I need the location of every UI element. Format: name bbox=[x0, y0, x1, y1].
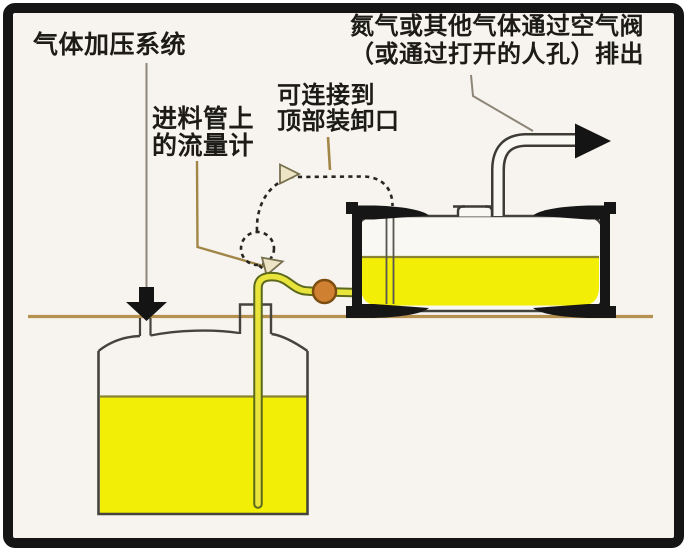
underground-storage-tank bbox=[97, 303, 309, 516]
feed-hose-fill bbox=[255, 273, 319, 507]
tank-frame-left-bar bbox=[352, 205, 362, 318]
internal-dip-tube bbox=[385, 210, 395, 304]
label-flow-line2: 的流量计 bbox=[152, 131, 255, 160]
underground-tank-walls bbox=[97, 351, 309, 516]
underground-tank-vent-neck bbox=[138, 318, 152, 336]
receiving-tank bbox=[346, 202, 616, 318]
label-port-line2: 顶部装卸口 bbox=[277, 107, 400, 135]
dashed-flow-arrowhead-top bbox=[279, 163, 302, 185]
underground-tank-liquid bbox=[100, 396, 307, 513]
tank-top-fitting bbox=[456, 205, 494, 217]
dashed-flow-arrowhead-bottom bbox=[260, 256, 285, 277]
label-gas-text: 气体加压系统 bbox=[33, 30, 187, 59]
tank-frame-arm-bottom-left bbox=[352, 304, 429, 318]
tank-frame-right-bar bbox=[600, 205, 610, 318]
label-port-line1: 可连接到 bbox=[277, 81, 375, 109]
ball-valve bbox=[311, 278, 338, 305]
tank-frame-arm-top-right bbox=[533, 205, 610, 220]
label-feed-flow-meter: 进料管上 的流量计 bbox=[152, 105, 254, 159]
label-gas-pressurization-system: 气体加压系统 bbox=[33, 30, 186, 60]
top-port-leader-line bbox=[326, 136, 332, 171]
label-flow-line1: 进料管上 bbox=[152, 104, 255, 133]
tank-frame-arm-bottom-right bbox=[533, 304, 610, 318]
flow-meter-loop bbox=[239, 230, 276, 267]
label-vent-line2: （或通过打开的人孔）排出 bbox=[350, 40, 644, 68]
vent-outlet-arrow bbox=[575, 123, 611, 159]
label-vent-line1: 氮气或其他气体通过空气阀 bbox=[350, 12, 644, 40]
flow-meter-leader-line bbox=[195, 160, 271, 270]
vent-note-leader-line bbox=[470, 74, 534, 132]
label-top-loading-port: 可连接到 顶部装卸口 bbox=[277, 82, 400, 134]
receiving-tank-liquid bbox=[361, 256, 599, 306]
underground-tank-dome bbox=[97, 329, 309, 352]
gas-inlet-arrow bbox=[126, 287, 167, 321]
vent-pipe-outline bbox=[491, 133, 577, 216]
vent-pipe-inner bbox=[493, 135, 577, 216]
tank-frame-arm-top-left bbox=[352, 205, 429, 220]
label-vent-note: 氮气或其他气体通过空气阀 （或通过打开的人孔）排出 bbox=[350, 12, 644, 68]
